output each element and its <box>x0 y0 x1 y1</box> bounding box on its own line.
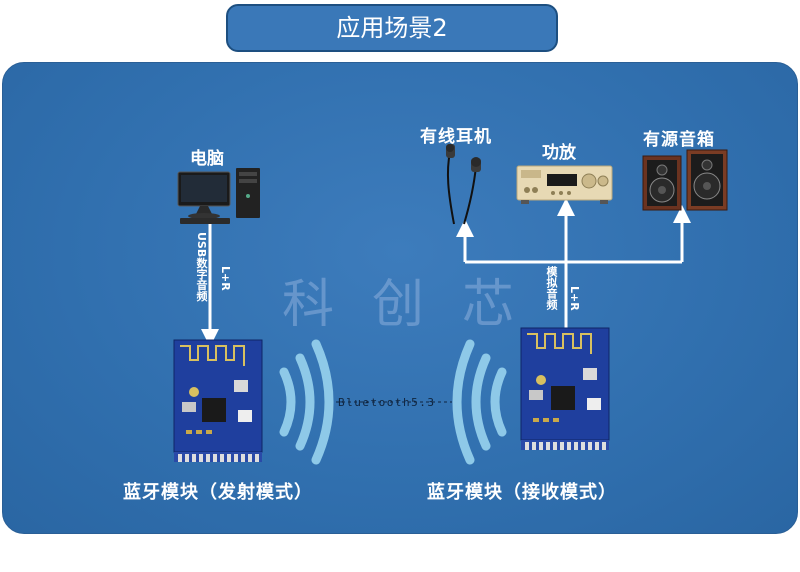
usb-audio-label: USB数字音频 <box>195 232 208 302</box>
diagram-panel <box>2 62 798 534</box>
analog-audio-label: 模拟音频 <box>545 266 558 310</box>
transmit-module-icon <box>173 339 263 462</box>
receive-module-icon <box>520 327 610 450</box>
bluetooth-label: Bluetooth5.3 <box>338 396 436 409</box>
watermark: 科创芯 <box>282 275 553 335</box>
amplifier-label: 功放 <box>542 143 576 163</box>
pc-icon <box>177 168 260 224</box>
speaker-label: 有源音箱 <box>643 130 715 150</box>
page-title: 应用场景2 <box>226 4 558 52</box>
pc-label: 电脑 <box>190 149 224 169</box>
receive-module-label: 蓝牙模块（接收模式） <box>427 482 617 503</box>
earphone-icon <box>446 144 481 225</box>
speaker-icon <box>642 149 728 211</box>
amplifier-icon <box>516 165 613 204</box>
transmit-module-label: 蓝牙模块（发射模式） <box>123 482 313 503</box>
signal-wave-tx-icon <box>279 339 334 465</box>
lr-label-left: L+R <box>219 266 232 291</box>
lr-label-right: L+R <box>568 286 581 311</box>
earphone-label: 有线耳机 <box>420 127 492 147</box>
signal-wave-rx-icon <box>452 339 507 465</box>
